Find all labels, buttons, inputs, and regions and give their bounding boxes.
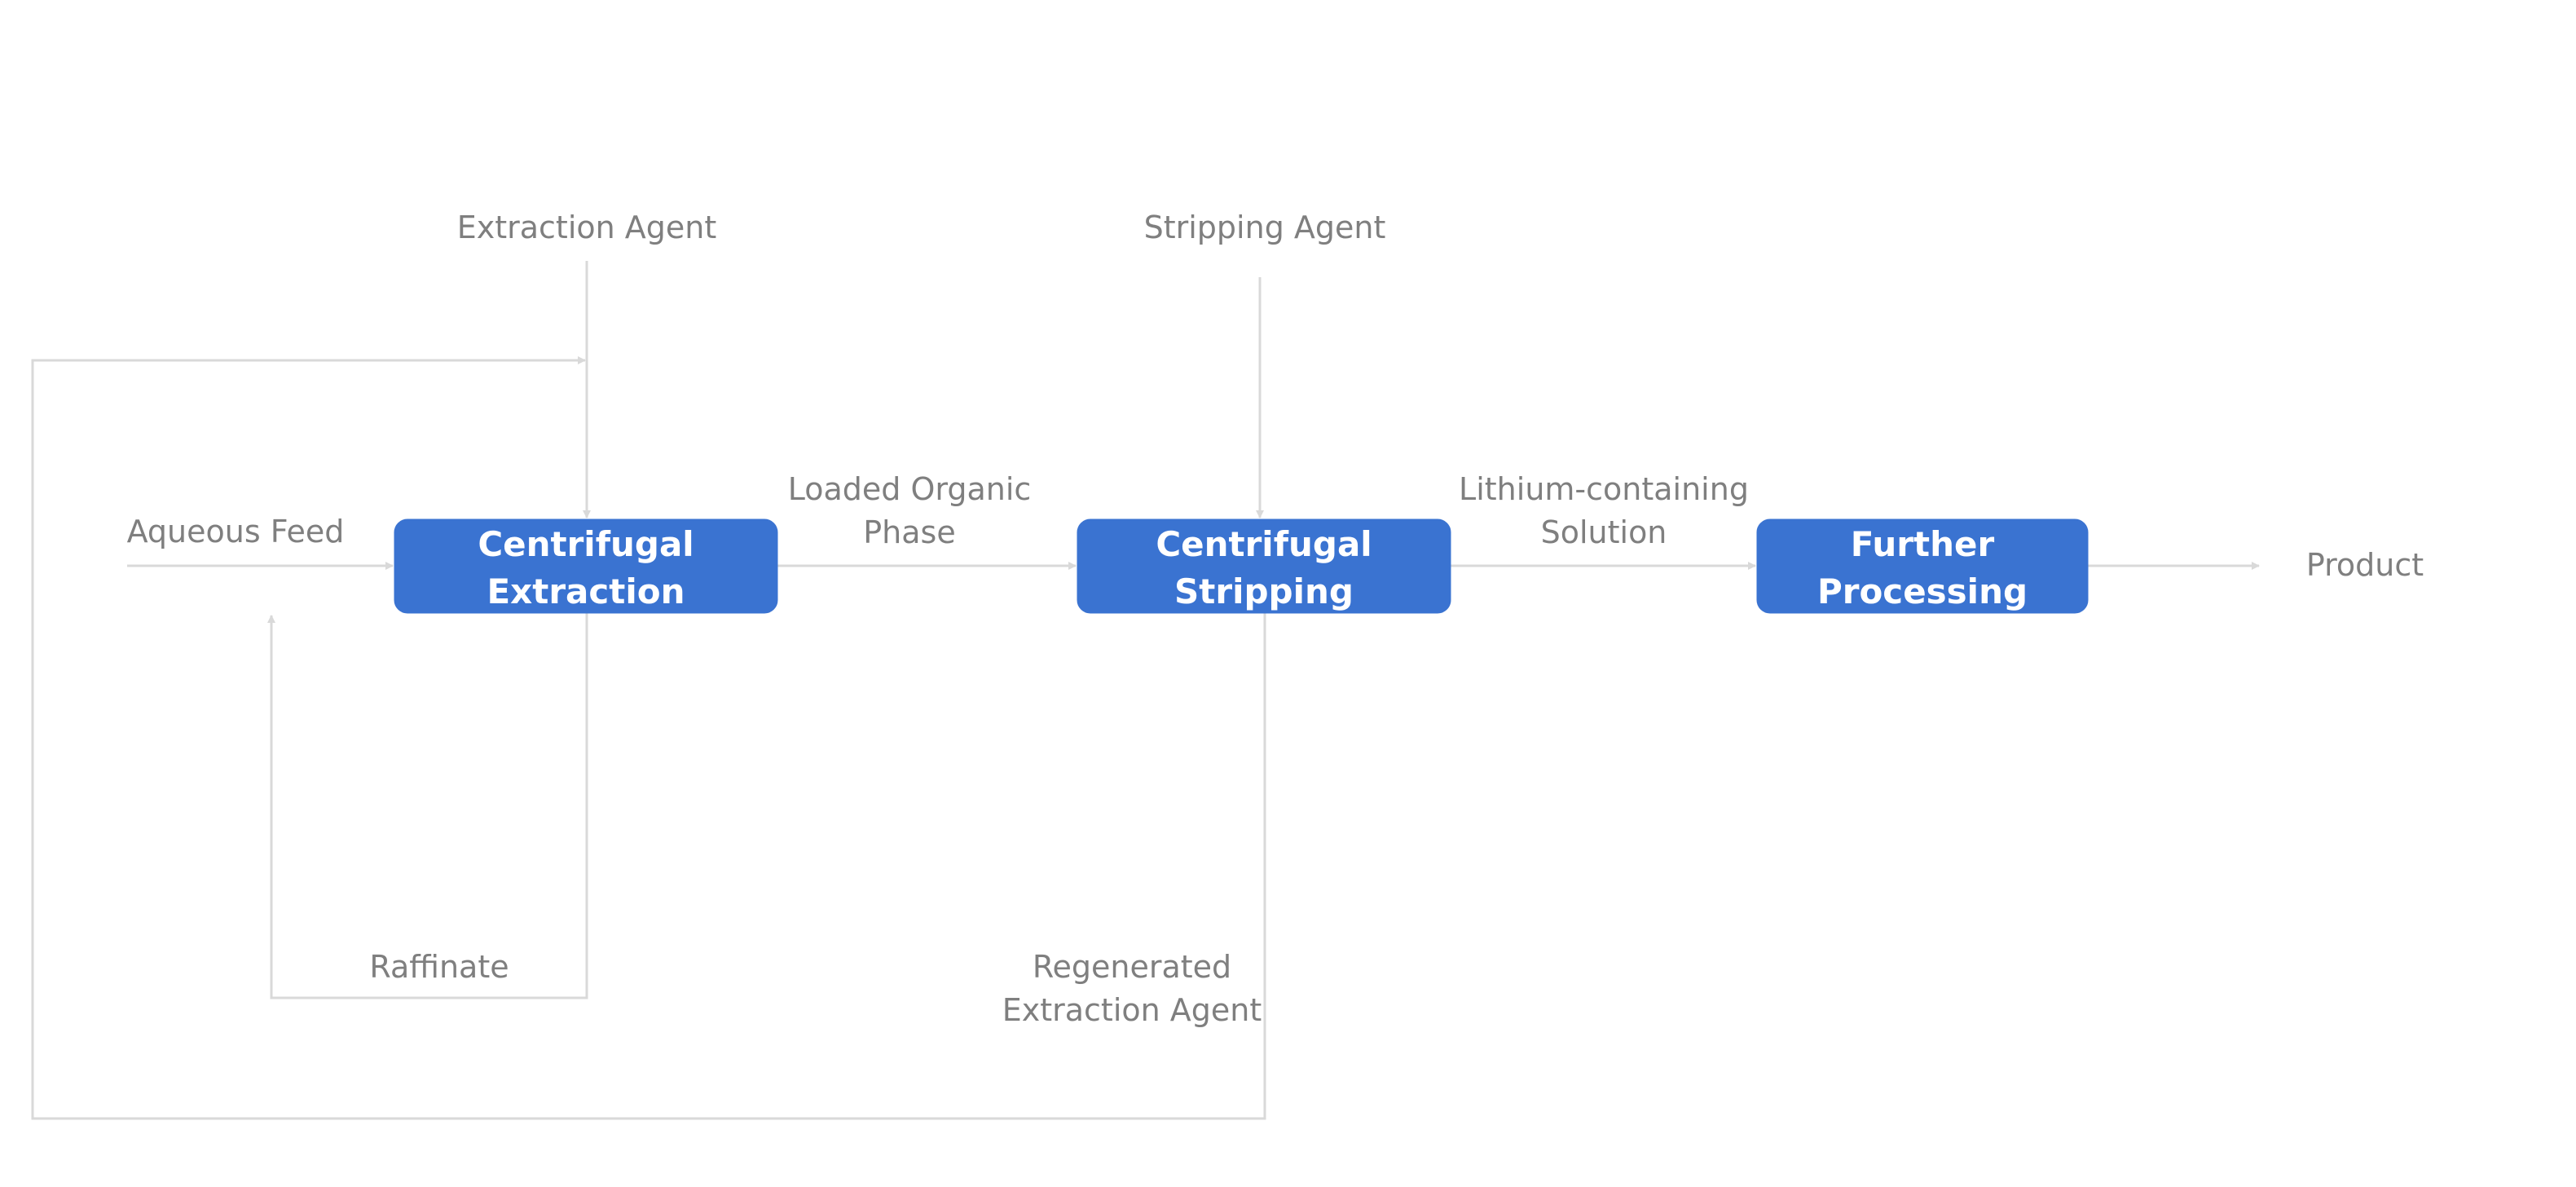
label-regenerated-line2: Extraction Agent	[1002, 992, 1262, 1028]
process-node-centrifugal-stripping: Centrifugal Stripping	[1077, 518, 1451, 614]
label-loaded-organic-line1: Loaded Organic	[788, 471, 1032, 507]
node-label-line2: Stripping	[1174, 571, 1354, 611]
label-regenerated-line1: Regenerated	[1033, 949, 1231, 985]
label-raffinate: Raffinate	[369, 949, 509, 985]
regenerated-agent-loop-line	[31, 356, 1266, 1120]
node-label-line1: Centrifugal	[478, 524, 694, 564]
node-label-line2: Processing	[1817, 571, 2028, 611]
process-box	[1077, 518, 1451, 614]
node-label-line2: Extraction	[487, 571, 685, 611]
label-extraction-agent: Extraction Agent	[457, 210, 717, 245]
process-node-centrifugal-extraction: Centrifugal Extraction	[394, 518, 778, 614]
flow-labels: Extraction Agent Stripping Agent Aqueous…	[127, 210, 2424, 1028]
process-node-further-processing: Further Processing	[1756, 518, 2089, 614]
node-label-line1: Centrifugal	[1156, 524, 1372, 564]
label-lithium-solution-line2: Solution	[1541, 514, 1667, 550]
label-aqueous-feed: Aqueous Feed	[127, 514, 345, 549]
node-label-line1: Further	[1851, 524, 1995, 564]
label-product: Product	[2306, 547, 2424, 583]
label-lithium-solution-line1: Lithium-containing	[1459, 471, 1749, 507]
label-stripping-agent: Stripping Agent	[1144, 210, 1386, 245]
flow-connectors	[31, 261, 2260, 1120]
process-box	[1756, 518, 2089, 614]
process-box	[394, 518, 778, 614]
raffinate-loop-line	[267, 613, 588, 999]
label-loaded-organic-line2: Phase	[863, 514, 955, 550]
